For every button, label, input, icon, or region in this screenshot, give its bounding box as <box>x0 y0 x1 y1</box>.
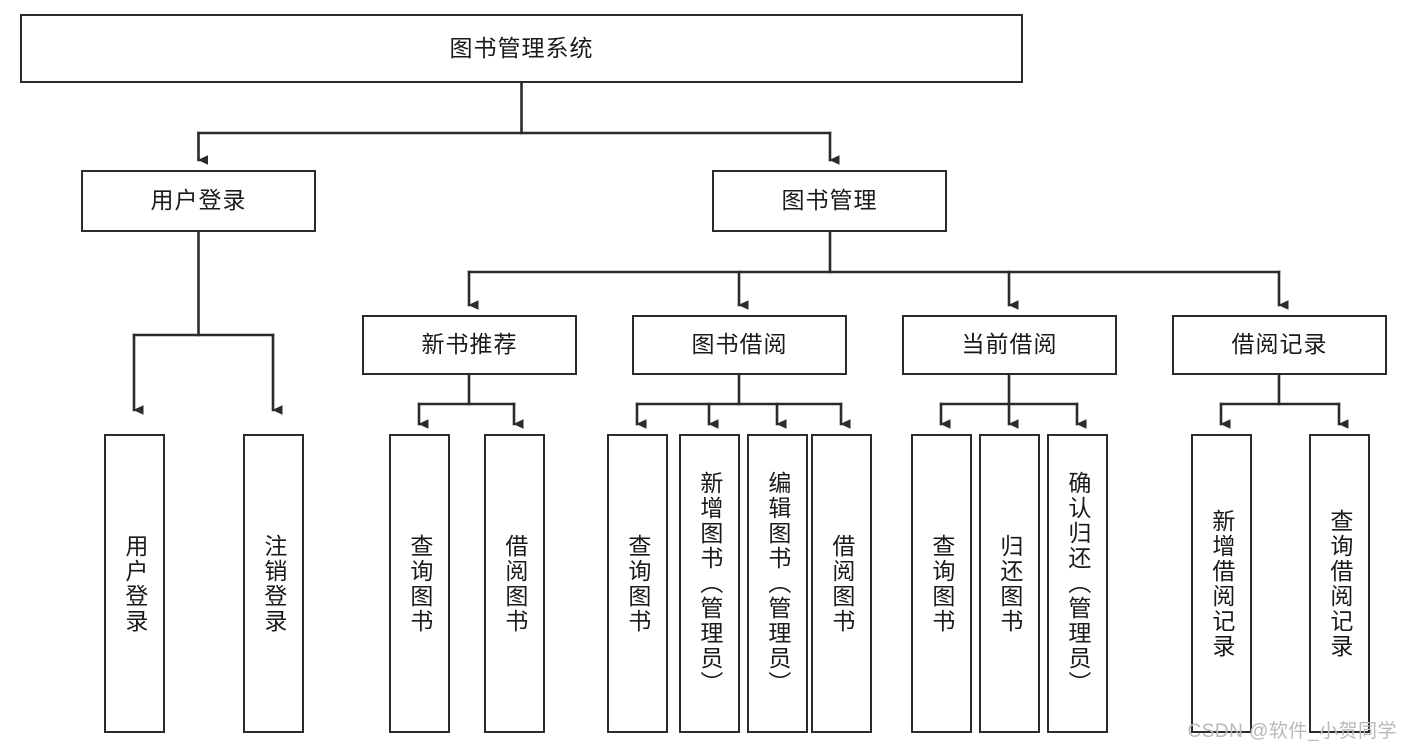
node-borrow-record[interactable]: 借阅记录 <box>1172 315 1387 375</box>
node-leaf-confirm-return[interactable]: 确认归还（管理员） <box>1047 434 1108 733</box>
node-leaf-add-book[interactable]: 新增图书（管理员） <box>679 434 740 733</box>
node-book-manage[interactable]: 图书管理 <box>712 170 947 232</box>
node-leaf-query-book-rec[interactable]: 查询图书 <box>389 434 450 733</box>
node-current-borrow[interactable]: 当前借阅 <box>902 315 1117 375</box>
node-leaf-query-book-borrow[interactable]: 查询图书 <box>607 434 668 733</box>
node-leaf-borrow-book-rec[interactable]: 借阅图书 <box>484 434 545 733</box>
node-label: 归还图书 <box>996 533 1023 634</box>
node-label: 查询图书 <box>928 533 955 634</box>
node-leaf-return-book[interactable]: 归还图书 <box>979 434 1040 733</box>
node-label: 注销登录 <box>260 533 287 634</box>
node-label: 图书管理系统 <box>449 34 594 61</box>
node-leaf-edit-book[interactable]: 编辑图书（管理员） <box>747 434 808 733</box>
node-label: 查询图书 <box>406 533 433 634</box>
node-label: 新增借阅记录 <box>1208 508 1235 659</box>
node-label: 借阅图书 <box>828 533 855 634</box>
node-label: 图书管理 <box>781 187 878 214</box>
node-new-book-rec[interactable]: 新书推荐 <box>362 315 577 375</box>
node-label: 查询图书 <box>624 533 651 634</box>
node-label: 确认归还（管理员） <box>1064 471 1091 696</box>
node-root-system[interactable]: 图书管理系统 <box>20 14 1023 83</box>
node-label: 借阅记录 <box>1231 331 1328 358</box>
node-leaf-borrow-book[interactable]: 借阅图书 <box>811 434 872 733</box>
node-leaf-add-record[interactable]: 新增借阅记录 <box>1191 434 1252 733</box>
node-label: 新书推荐 <box>421 331 518 358</box>
node-book-borrow[interactable]: 图书借阅 <box>632 315 847 375</box>
node-label: 用户登录 <box>121 533 148 634</box>
node-user-login[interactable]: 用户登录 <box>81 170 316 232</box>
node-leaf-query-book-current[interactable]: 查询图书 <box>911 434 972 733</box>
node-leaf-user-logout[interactable]: 注销登录 <box>243 434 304 733</box>
node-label: 查询借阅记录 <box>1326 508 1353 659</box>
node-leaf-user-login[interactable]: 用户登录 <box>104 434 165 733</box>
node-label: 当前借阅 <box>961 331 1058 358</box>
watermark-text: CSDN @软件_小贺同学 <box>1187 721 1397 742</box>
node-label: 新增图书（管理员） <box>696 471 723 696</box>
node-label: 图书借阅 <box>691 331 788 358</box>
node-leaf-query-record[interactable]: 查询借阅记录 <box>1309 434 1370 733</box>
node-label: 用户登录 <box>150 187 247 214</box>
node-label: 编辑图书（管理员） <box>764 471 791 696</box>
node-label: 借阅图书 <box>501 533 528 634</box>
